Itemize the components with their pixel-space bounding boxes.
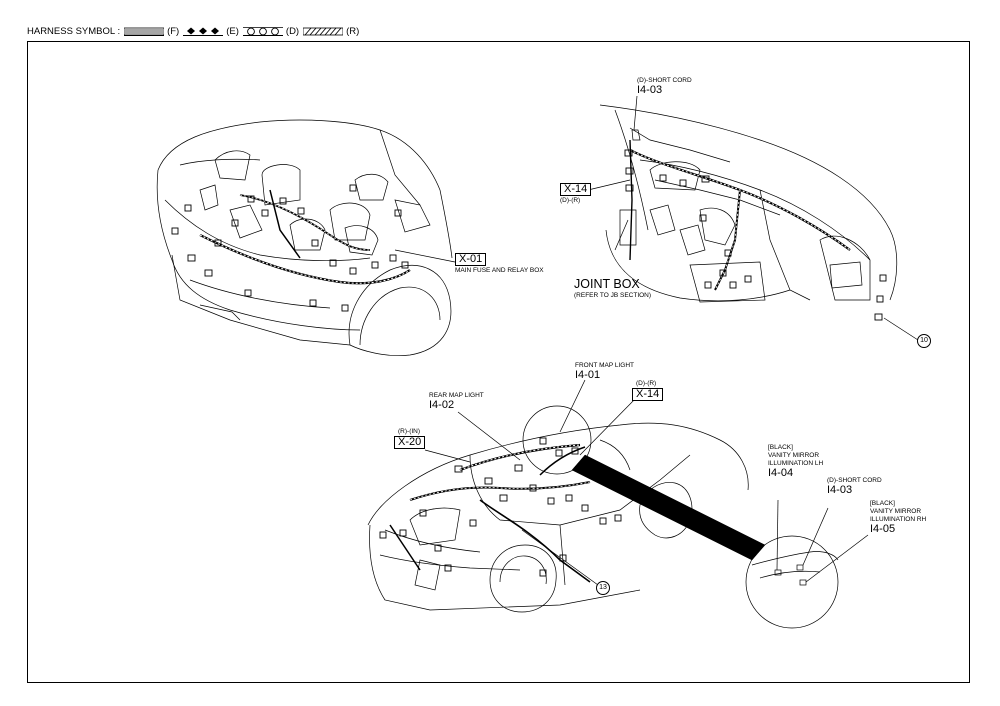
vanity-lh-line1: VANITY MIRROR <box>768 452 820 459</box>
cabin-x14-code: X-14 <box>632 388 664 401</box>
magnifier-beam <box>571 454 766 561</box>
vanity-mirror-detail-illustration <box>745 499 869 629</box>
cabin-x14-sub: (D)-(R) <box>636 380 657 387</box>
main-fuse-caption: MAIN FUSE AND RELAY BOX <box>455 267 544 274</box>
diamond-harness-swatch <box>183 27 224 36</box>
dash-x14-code: X-14 <box>560 183 592 196</box>
vanity-lh-code: I4-04 <box>768 467 794 479</box>
dash-x14-sub: (D)-(R) <box>560 197 581 204</box>
joint-box-title: JOINT BOX <box>574 277 640 291</box>
engine-bay-car-illustration <box>156 119 456 356</box>
x20-code: X-20 <box>394 436 426 449</box>
front-map-light-code: I4-01 <box>575 369 601 381</box>
harness-symbol-legend: HARNESS SYMBOL : (F) (E) (D) (R) <box>27 26 359 37</box>
vanity-rh-line1: VANITY MIRROR <box>870 508 922 515</box>
vanity-rh-color: [BLACK] <box>870 500 895 507</box>
legend-code-f: (F) <box>167 26 180 37</box>
ground-point-13: 13 <box>596 581 610 595</box>
detail-short-cord-label: (D)-SHORT CORD <box>827 477 882 484</box>
legend-title: HARNESS SYMBOL : <box>27 26 121 37</box>
dash-short-cord-code: I4-03 <box>637 84 663 96</box>
x20-sub: (R)-(IN) <box>398 428 421 435</box>
dash-short-cord-label: (D)-SHORT CORD <box>637 77 692 84</box>
circle-harness-swatch <box>242 27 283 36</box>
front-map-light-label: FRONT MAP LIGHT <box>575 362 634 369</box>
detail-short-cord-code: I4-03 <box>827 484 853 496</box>
legend-code-d: (D) <box>285 26 300 37</box>
ground-point-10: 10 <box>917 334 931 348</box>
joint-box-sub: (REFER TO JB SECTION) <box>574 292 652 299</box>
legend-code-r: (R) <box>346 26 360 37</box>
dashboard-illustration <box>587 95 919 341</box>
rear-map-light-label: REAR MAP LIGHT <box>429 392 484 399</box>
vanity-rh-code: I4-05 <box>870 523 896 535</box>
vanity-rh-line2: ILLUMINATION RH <box>870 516 927 523</box>
vanity-lh-line2: ILLUMINATION LH <box>768 460 824 467</box>
legend-code-e: (E) <box>226 26 239 37</box>
vanity-lh-color: [BLACK] <box>768 444 793 451</box>
rear-map-light-code: I4-02 <box>429 399 455 411</box>
main-fuse-connector-code: X-01 <box>455 253 487 266</box>
diagram-frame <box>27 41 970 683</box>
cabin-car-illustration <box>367 379 749 613</box>
